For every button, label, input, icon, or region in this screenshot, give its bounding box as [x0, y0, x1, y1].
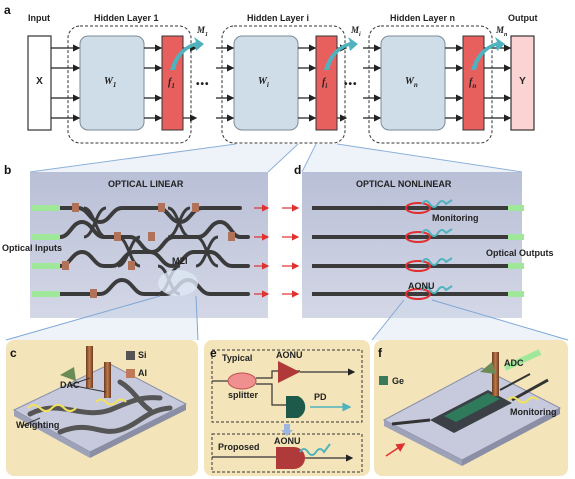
- panel-f-electrode: [492, 352, 499, 396]
- monitor-i-label: Mi: [351, 25, 361, 38]
- aonu-rings: [405, 202, 431, 300]
- panel-letter-b: b: [4, 163, 12, 177]
- ellipsis-1: •••: [196, 79, 210, 90]
- al-swatch: [126, 369, 135, 378]
- y-box-label: Y: [519, 76, 526, 87]
- monitor-1-label: M1: [197, 25, 209, 38]
- hidden-layer-n-title: Hidden Layer n: [390, 13, 456, 23]
- hidden-layer-i-title: Hidden Layer i: [247, 13, 310, 23]
- typical-frame: [211, 349, 363, 423]
- panel-letter-f: f: [378, 346, 382, 360]
- splitter-shape: [227, 372, 257, 390]
- typical-label: Typical: [222, 353, 253, 363]
- output-y-box: [510, 35, 535, 131]
- input-x-box: [27, 35, 52, 131]
- dac-shape: [60, 367, 76, 381]
- linear-chip: [30, 172, 268, 318]
- panel-b-optical-linear: [30, 172, 300, 318]
- optical-outputs-label: Optical Outputs: [486, 248, 554, 258]
- panel-c-electrode-2: [104, 362, 111, 398]
- weight-box-n: [380, 35, 446, 131]
- weight-n-label: Wn: [405, 76, 418, 89]
- zoom-lines-a: [29, 143, 523, 173]
- monitoring-label-f: Monitoring: [510, 407, 557, 417]
- panel-e-schemes: [204, 340, 370, 476]
- linear-heaters: [62, 203, 235, 298]
- panel-d-optical-nonlinear: [302, 172, 524, 318]
- panel-letter-d: d: [294, 163, 302, 177]
- zoom-lines-bottom: [5, 295, 569, 341]
- monitor-n-label: Mn: [496, 25, 508, 38]
- nonlinear-output-ports: [508, 205, 524, 297]
- aonu-proposed-shape: [276, 447, 305, 469]
- optical-linear-title: OPTICAL LINEAR: [108, 179, 184, 189]
- proposed-label: Proposed: [218, 442, 260, 452]
- weight-i-label: Wi: [258, 76, 269, 89]
- adc-shape: [480, 362, 496, 374]
- x-box-label: X: [36, 76, 43, 87]
- pd-label: PD: [314, 392, 327, 402]
- hidden-layer-1-title: Hidden Layer 1: [94, 13, 159, 23]
- panel-a-network: [27, 25, 535, 173]
- aonu-proposed-label: AONU: [274, 436, 301, 446]
- nonlinear-chip: [302, 172, 522, 318]
- weight-1-label: W1: [104, 76, 117, 89]
- panel-letter-e: e: [210, 346, 217, 360]
- pd-shape: [286, 396, 306, 418]
- mzi-label: MZI: [172, 256, 188, 266]
- monitoring-label-d: Monitoring: [432, 213, 479, 223]
- output-label: Output: [508, 13, 538, 23]
- activation-i-label: fi: [322, 77, 328, 90]
- si-legend-label: Si: [138, 350, 147, 360]
- weight-box-1: [79, 35, 145, 131]
- panel-c-chip: [6, 340, 198, 476]
- monitor-arrows: [170, 37, 505, 70]
- optical-inputs-label: Optical Inputs: [2, 243, 63, 253]
- mzi-highlight: [158, 270, 198, 296]
- activation-1-label: f1: [168, 77, 175, 90]
- ge-legend-label: Ge: [392, 376, 405, 386]
- aonu-typical-label: AONU: [276, 350, 303, 360]
- input-label: Input: [28, 13, 50, 23]
- signal-arrows: [51, 44, 512, 122]
- optical-nonlinear-title: OPTICAL NONLINEAR: [356, 179, 452, 189]
- nonlinear-waveguides: [312, 206, 508, 296]
- monitor-squiggles: [421, 199, 453, 294]
- panel-letter-a: a: [4, 3, 11, 17]
- weight-box-i: [233, 35, 299, 131]
- dac-label: DAC: [60, 380, 80, 390]
- weighting-label: Weighting: [16, 420, 60, 430]
- ellipsis-2: •••: [344, 79, 358, 90]
- linear-to-nonlinear-arrows: [254, 204, 300, 298]
- splitter-label: splitter: [228, 390, 259, 400]
- aonu-label-d: AONU: [408, 281, 435, 291]
- ge-swatch: [379, 376, 388, 385]
- panel-f-device: [374, 340, 568, 476]
- panel-c-electrode-1: [86, 346, 93, 388]
- si-swatch: [126, 351, 135, 360]
- adc-label: ADC: [504, 358, 524, 368]
- panel-letter-c: c: [10, 346, 17, 360]
- al-legend-label: Al: [138, 368, 147, 378]
- linear-input-ports: [32, 205, 60, 297]
- activation-n-label: fn: [469, 77, 477, 90]
- aonu-typical-shape: [278, 361, 300, 383]
